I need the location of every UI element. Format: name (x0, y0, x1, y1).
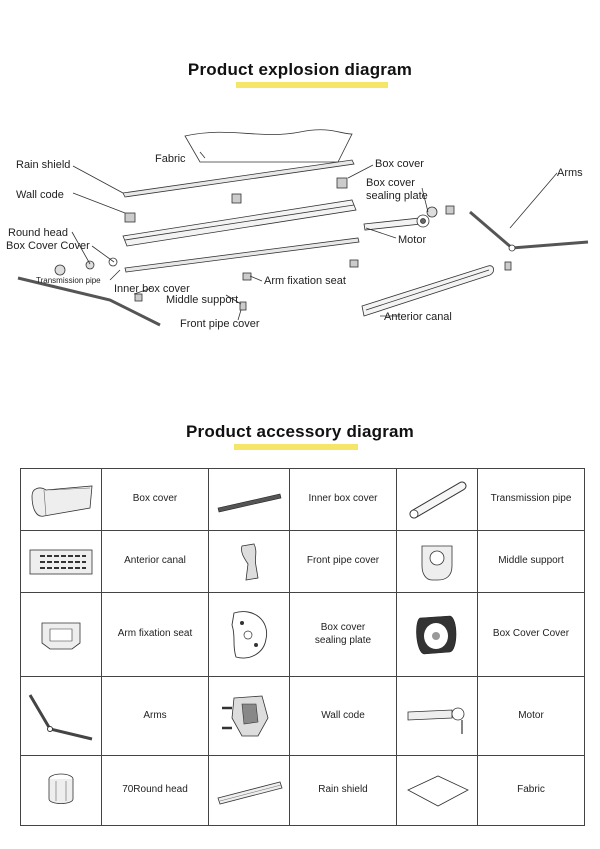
cell-image (208, 754, 290, 827)
table-row: Arm fixation seat Box cover sealing plat… (20, 592, 585, 678)
table-row: Anterior canal Front pipe cover Middle s… (20, 530, 585, 594)
fabric-shape (184, 129, 353, 163)
arms-right-shape (469, 210, 589, 250)
wall-code-part (124, 212, 136, 223)
box-cover-cover-icon (416, 615, 457, 654)
box-cover-sealing-plate-icon (231, 610, 268, 658)
anterior-canal-shape (361, 265, 494, 317)
cell-label: 70Round head (101, 754, 209, 827)
cell-image (396, 530, 478, 594)
table-row: Arms Wall code Motor (20, 676, 585, 756)
cell-label: Rain shield (289, 754, 397, 827)
cell-label: Inner box cover (289, 467, 397, 532)
inner-box-cover-shape (124, 237, 360, 273)
label-rain-shield: Rain shield (16, 159, 70, 171)
middle-support-icon (421, 545, 453, 580)
cell-image (396, 676, 478, 756)
arms-left-shape (17, 276, 161, 327)
cell-label: Box cover sealing plate (289, 592, 397, 678)
box-cover-icon (31, 485, 93, 517)
label-motor: Motor (398, 234, 426, 246)
cell-image (20, 592, 102, 678)
rain-shield-icon (217, 781, 283, 805)
accessory-title-block: Product accessory diagram (0, 422, 600, 450)
cell-image (396, 754, 478, 827)
label-round-head: Round head (8, 227, 68, 239)
accessory-title: Product accessory diagram (186, 422, 414, 441)
label-arm-fixation-seat: Arm fixation seat (264, 275, 346, 287)
inner-box-cover-icon (217, 493, 282, 512)
title-highlight (236, 82, 388, 88)
label-sealing-plate-2: sealing plate (366, 190, 428, 202)
explosion-diagram: Fabric Rain shield Wall code Round head … (6, 129, 589, 330)
label-arms: Arms (557, 167, 583, 179)
round-head-icon (48, 773, 74, 805)
motor-shape (363, 217, 422, 231)
table-row: Box cover Inner box cover Transmission p… (20, 467, 585, 532)
cell-label: Box cover (101, 467, 209, 532)
label-inner-box-cover: Inner box cover (114, 283, 190, 295)
cell-label: Wall code (289, 676, 397, 756)
cell-label: Transmission pipe (477, 467, 585, 532)
box-cover-shape (122, 199, 357, 247)
cell-image (20, 754, 102, 827)
transmission-pipe-icon (409, 481, 467, 518)
cell-image (20, 676, 102, 756)
title-highlight (234, 444, 358, 450)
motor-icon (407, 707, 465, 734)
cell-label: Arms (101, 676, 209, 756)
cell-image (20, 467, 102, 532)
label-box-cover-cover: Box Cover Cover (6, 240, 90, 252)
arms-icon (28, 694, 93, 741)
cell-image (208, 592, 290, 678)
label-wall-code: Wall code (16, 189, 64, 201)
explosion-title-block: Product explosion diagram (0, 60, 600, 88)
cell-image (396, 467, 478, 532)
cell-image (20, 530, 102, 594)
accessory-table: Box cover Inner box cover Transmission p… (20, 467, 585, 827)
label-front-pipe-cover: Front pipe cover (180, 318, 260, 330)
label-anterior-canal: Anterior canal (384, 311, 452, 323)
front-pipe-cover-icon (241, 543, 259, 580)
cell-label: Middle support (477, 530, 585, 594)
label-transmission-pipe: Transmission pipe (36, 276, 101, 285)
cell-image (208, 676, 290, 756)
fabric-icon (407, 775, 469, 807)
cell-image (396, 592, 478, 678)
cell-label: Box Cover Cover (477, 592, 585, 678)
label-fabric: Fabric (155, 153, 186, 165)
explosion-title: Product explosion diagram (187, 60, 413, 79)
anterior-canal-icon (29, 549, 93, 574)
wall-code-icon (222, 695, 269, 737)
rain-shield-shape (122, 159, 355, 198)
round-head-part (54, 264, 66, 276)
cell-image (208, 530, 290, 594)
cell-image (208, 467, 290, 532)
arm-fixation-seat-icon (41, 622, 81, 649)
label-middle-support: Middle support (166, 294, 238, 306)
cell-label: Arm fixation seat (101, 592, 209, 678)
cell-label: Motor (477, 676, 585, 756)
cell-label: Anterior canal (101, 530, 209, 594)
cell-label: Front pipe cover (289, 530, 397, 594)
cell-label: Fabric (477, 754, 585, 827)
label-box-cover: Box cover (375, 158, 424, 170)
label-sealing-plate-1: Box cover (366, 177, 415, 189)
table-row: 70Round head Rain shield Fabric (20, 754, 585, 827)
